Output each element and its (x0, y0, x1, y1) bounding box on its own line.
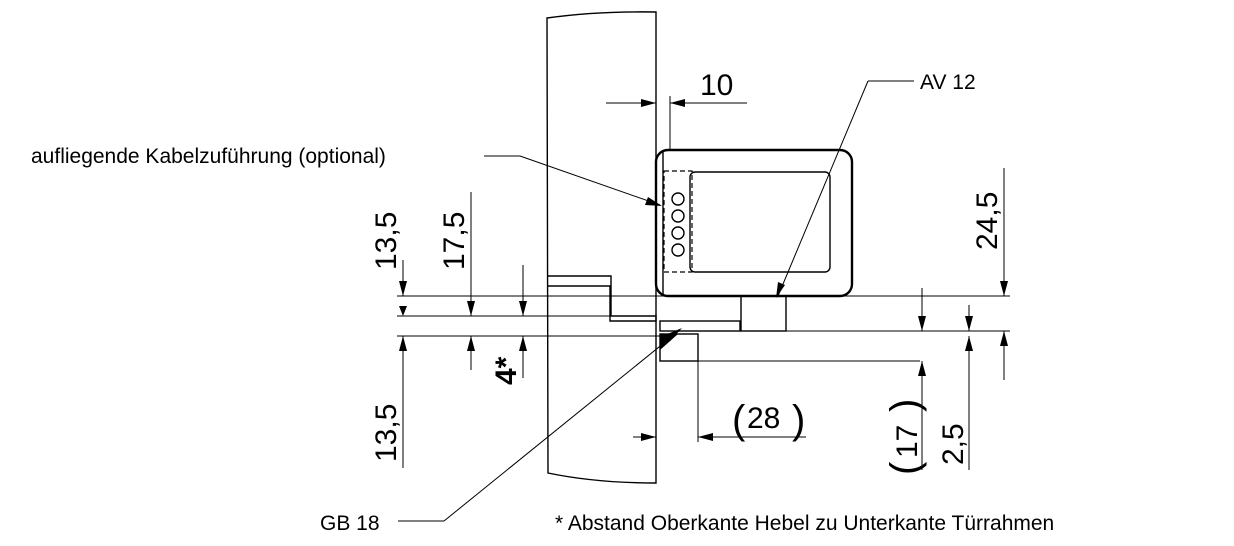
cable-feed-label: aufliegende Kabelzuführung (optional) (31, 145, 386, 168)
dim-17-paren-open: ( (883, 461, 927, 475)
dim-24-5-label: 24,5 (971, 192, 1004, 250)
dim-28 (633, 433, 806, 441)
dim-right-17 (918, 288, 926, 470)
leader-gb18 (398, 328, 682, 522)
leader-cable-feed (484, 155, 662, 206)
av12-label: AV 12 (920, 71, 976, 94)
dim-28-paren-close: ) (792, 398, 805, 442)
dim-right-24-5 (1000, 168, 1008, 380)
lever-bracket (547, 275, 657, 322)
leader-av12 (776, 80, 914, 298)
dim-17-5-label: 17,5 (438, 212, 471, 270)
dim-2-5-label: 2,5 (937, 423, 970, 465)
dim-left-4 (519, 265, 527, 378)
actuator-window (689, 171, 831, 273)
cable-duct (663, 170, 693, 273)
dim-10 (606, 99, 747, 107)
dim-10-label: 10 (700, 69, 733, 102)
actuator-block (740, 295, 787, 332)
dim-28-label: 28 (747, 402, 780, 435)
dim-17-label: 17 (891, 425, 924, 458)
dim-13-5-upper-label: 13,5 (370, 212, 403, 270)
dim-4-label: 4* (490, 356, 523, 385)
dim-right-2-5 (965, 305, 973, 470)
reference-lines (397, 96, 1010, 442)
dim-left-13-5-upper (399, 260, 407, 316)
dim-13-5-lower-label: 13,5 (370, 404, 403, 462)
dim-17-paren-close: ) (883, 399, 927, 412)
lever-tip (660, 334, 678, 350)
dim-left-17-5 (467, 192, 475, 370)
dim-28-paren-open: ( (732, 398, 746, 442)
door-frame (546, 11, 657, 484)
gb18-label: GB 18 (320, 512, 380, 535)
dim-left-13-5-lower (399, 336, 407, 468)
lever-top (659, 320, 741, 332)
footnote: * Abstand Oberkante Hebel zu Unterkante … (555, 512, 1054, 535)
